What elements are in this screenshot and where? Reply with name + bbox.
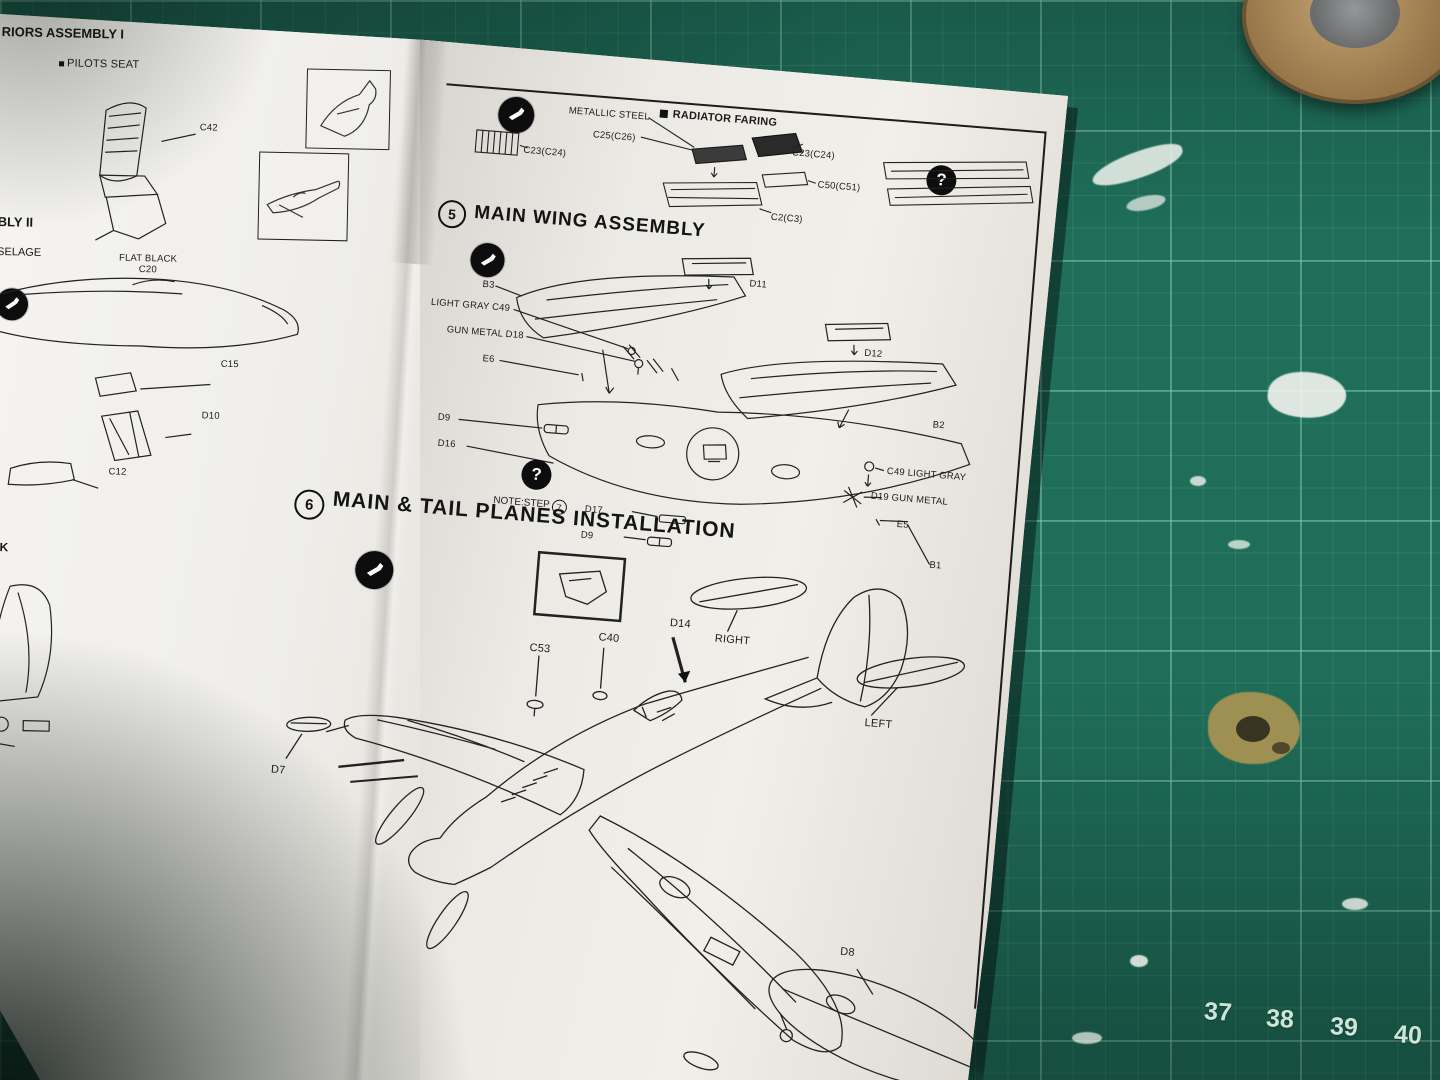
part-label-c42: C42 <box>199 122 218 134</box>
part-label-b2: B2 <box>932 419 946 432</box>
tail-planes-installation-drawing <box>223 509 1032 1080</box>
part-label-c53: C53 <box>529 641 551 656</box>
part-label-d16: D16 <box>437 437 457 451</box>
part-label-d14: D14 <box>669 616 692 631</box>
reference-box-2 <box>257 151 350 242</box>
part-label-left: LEFT <box>864 716 893 732</box>
aircraft-silhouette <box>306 69 390 149</box>
part-label-e6: E6 <box>482 353 496 366</box>
paint-splatter <box>1228 540 1250 549</box>
paint-splatter <box>1130 955 1148 967</box>
part-label-c15: C15 <box>220 358 239 371</box>
part-label-c40: C40 <box>598 631 620 645</box>
part-label-c12: C12 <box>108 466 127 478</box>
fin-drawing <box>0 574 123 762</box>
mat-number: 39 <box>1329 1012 1359 1042</box>
bullet-icon <box>59 60 65 66</box>
fuselage-drawing <box>0 256 328 528</box>
paint-splatter <box>1190 476 1206 486</box>
mat-number: 37 <box>1203 997 1233 1027</box>
part-label-d7: D7 <box>270 763 286 777</box>
debris-dark <box>1236 716 1270 742</box>
left-partial-text: CK <box>0 539 9 555</box>
part-label-d8: D8 <box>839 945 856 959</box>
right-page: METALLIC STEEL C25(C26) C23(C24) RADIATO… <box>271 40 1068 1080</box>
left-section-title: RIORS ASSEMBLY I <box>1 24 125 42</box>
radiator-parts-drawing <box>449 88 1037 254</box>
tape-roll-core <box>1310 0 1400 48</box>
pilots-seat-label: PILOTS SEAT <box>59 57 139 71</box>
mat-number: 38 <box>1265 1004 1295 1034</box>
reference-box-1 <box>305 68 391 151</box>
left-section2-title: BLY II <box>0 213 34 230</box>
paint-splatter <box>1342 898 1368 910</box>
pilot-seat-drawing <box>43 79 237 258</box>
part-label-e5: E5 <box>896 518 910 531</box>
mat-number: 40 <box>1393 1020 1423 1050</box>
aircraft-silhouette <box>258 152 348 240</box>
part-label-d9-upper: D9 <box>437 411 451 424</box>
debris-dark <box>1272 742 1290 754</box>
part-label-b3: B3 <box>482 278 496 291</box>
part-label-d11: D11 <box>749 278 768 291</box>
part-label-d10: D10 <box>201 410 220 422</box>
part-label-d12: D12 <box>863 347 883 361</box>
paint-splatter <box>1072 1032 1102 1044</box>
